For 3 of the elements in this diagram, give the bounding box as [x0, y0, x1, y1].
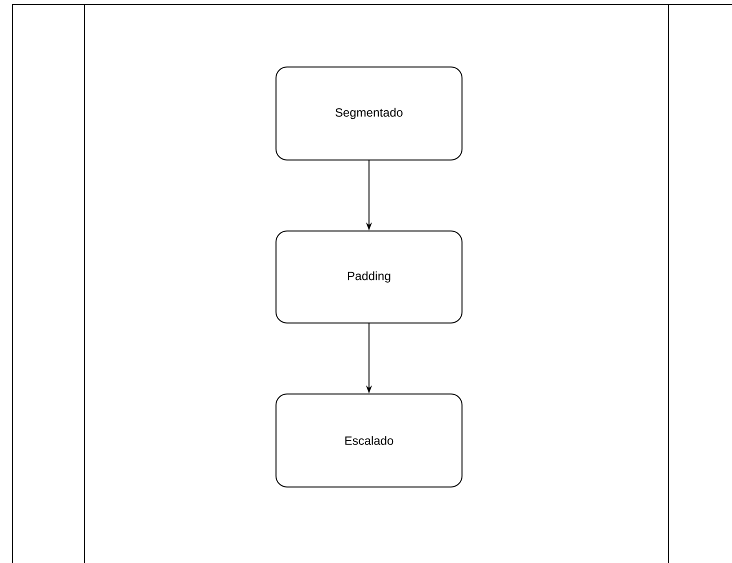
process-box: Segmentado [276, 66, 462, 160]
process-box: Padding [276, 230, 462, 324]
process-box: Escalado [276, 394, 462, 488]
